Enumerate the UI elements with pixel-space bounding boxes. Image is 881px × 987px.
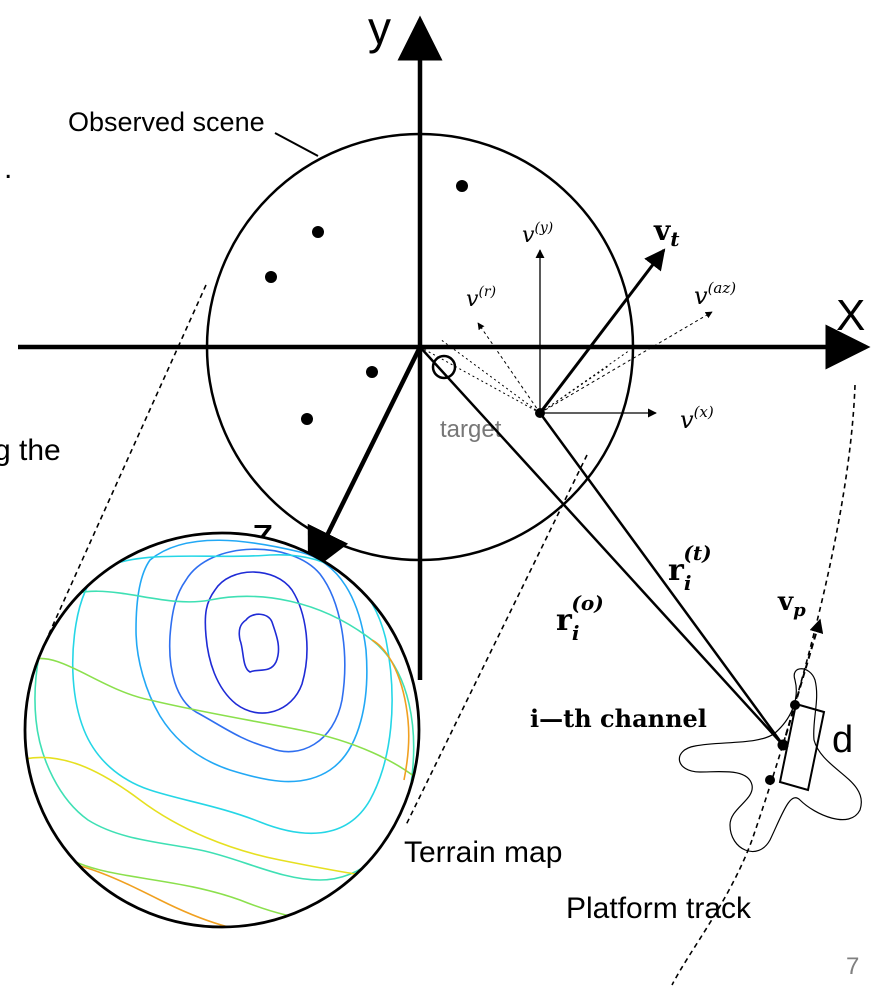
- scatterer-points: [265, 180, 468, 425]
- channel-label: i—th channel: [530, 704, 707, 733]
- vaz-label: v(az): [694, 279, 736, 310]
- dotted-ray: [539, 349, 631, 414]
- scene-label-leader: [274, 132, 319, 157]
- contour-line: [371, 639, 410, 781]
- y-axis-label: y: [368, 2, 391, 54]
- observed-scene-label: Observed scene: [68, 107, 265, 137]
- contour-line: [204, 571, 308, 714]
- dotted-ray: [439, 338, 541, 414]
- range-target-label: ri(t): [668, 541, 712, 595]
- platform-point: [790, 700, 800, 710]
- vy-label: v(y): [522, 220, 553, 248]
- vr-arrow: [477, 322, 541, 414]
- dotted-ray: [419, 346, 541, 414]
- vt-label: vt: [653, 214, 680, 251]
- x-axis-label: X: [836, 291, 865, 340]
- terrain-map-label: Terrain map: [404, 836, 562, 869]
- vp-arrow: [782, 618, 824, 746]
- clipped-text-left: g the: [0, 434, 61, 467]
- z-axis: [307, 346, 423, 575]
- contour-line: [34, 590, 415, 881]
- contour-line: [238, 613, 280, 673]
- range-origin-label: ri(o): [556, 591, 604, 645]
- vt-arrow: [538, 248, 666, 414]
- antenna-rect: [778, 702, 826, 792]
- platform-point: [765, 775, 775, 785]
- terrain-map: [23, 531, 421, 929]
- scatterer-point: [265, 271, 277, 283]
- platform-track-label: Platform track: [566, 892, 752, 925]
- projection-line-right: [405, 454, 588, 826]
- page-number: 7: [846, 953, 859, 980]
- clipped-dot: .: [4, 152, 12, 185]
- origin-marker: [431, 354, 457, 380]
- terrain-map-border: [23, 531, 421, 929]
- vp-label: vp: [777, 587, 806, 621]
- scatterer-point: [366, 366, 378, 378]
- platform-outline: [678, 668, 862, 853]
- dotted-ray: [539, 364, 611, 414]
- scatterer-point: [456, 180, 468, 192]
- range-line-origin: [419, 346, 784, 746]
- scatterer-point: [301, 413, 313, 425]
- platform-track: [671, 384, 856, 986]
- contour-line: [168, 548, 346, 753]
- target-label: target: [440, 416, 502, 443]
- vr-label: v(r): [466, 284, 496, 312]
- contour-line: [115, 903, 134, 921]
- d-label: d: [832, 719, 853, 761]
- contour-line: [135, 539, 368, 783]
- range-line-target: [538, 412, 785, 746]
- contour-line: [71, 554, 393, 835]
- scatterer-point: [312, 226, 324, 238]
- channel-point: [777, 739, 789, 751]
- vx-label: v(x): [680, 403, 714, 434]
